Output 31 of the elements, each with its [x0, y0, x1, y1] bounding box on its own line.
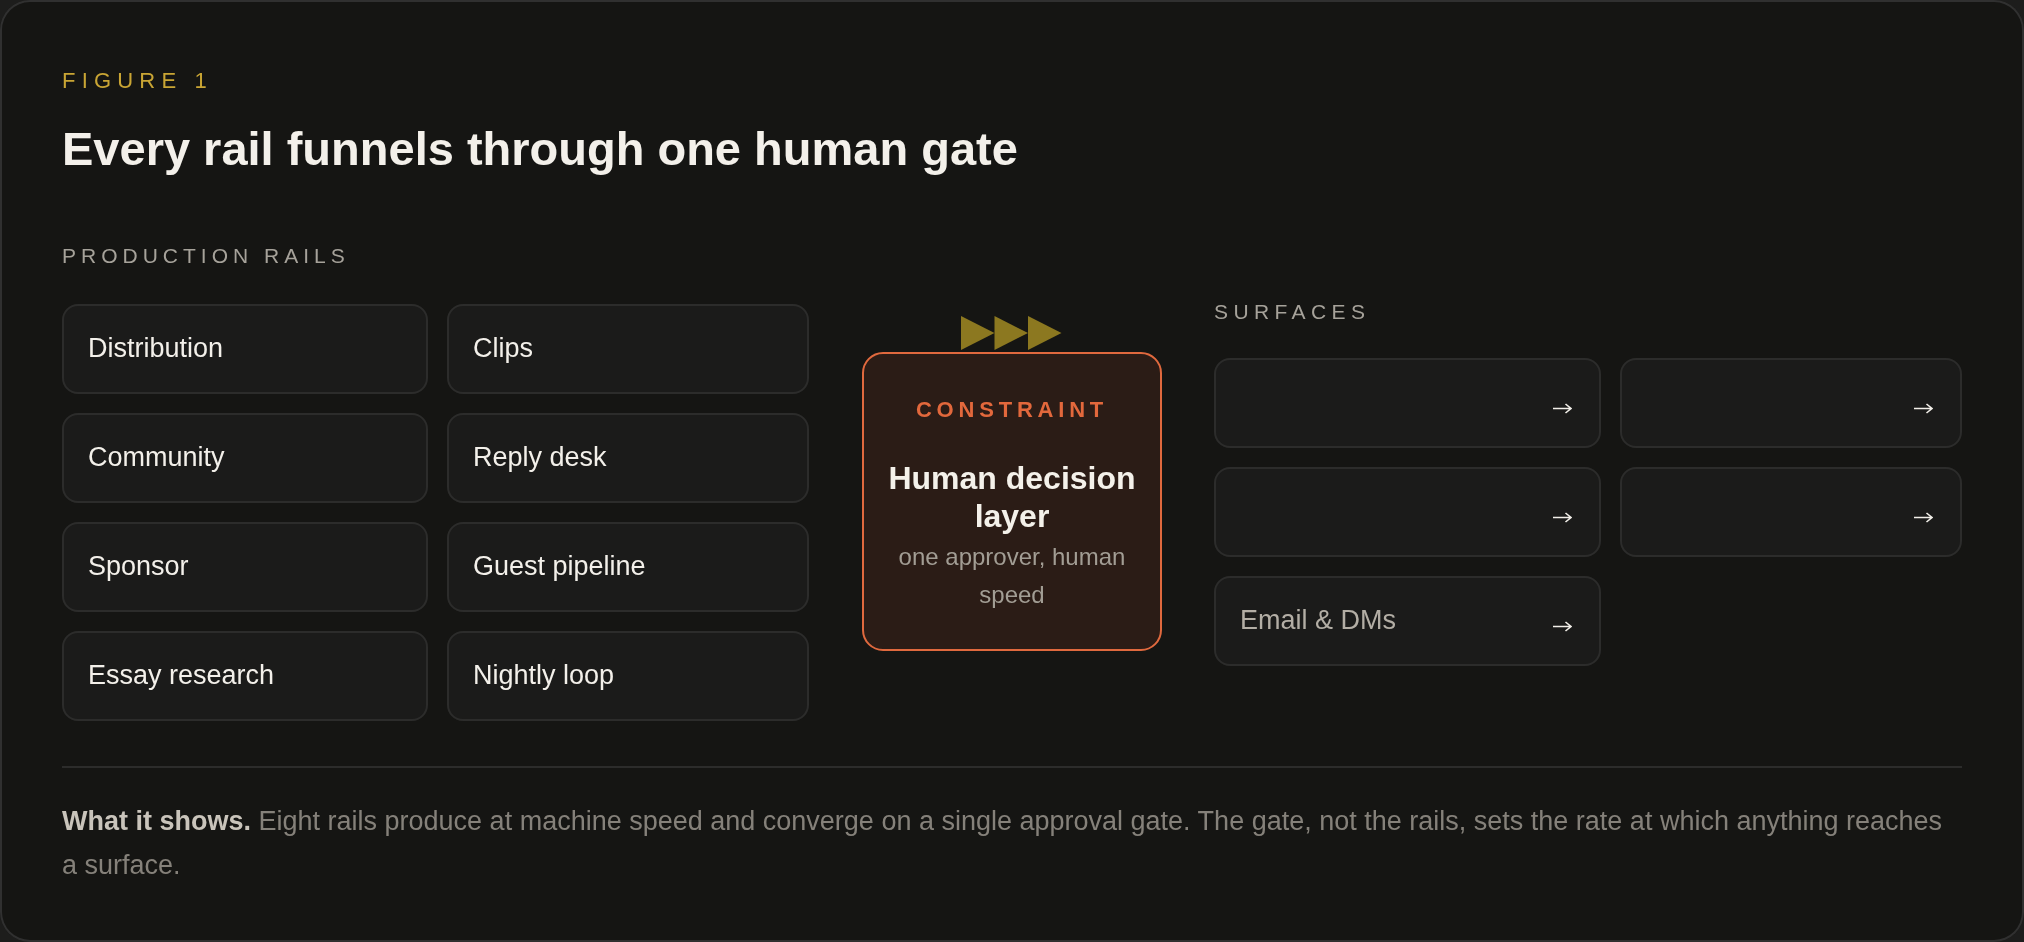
caption: What it shows. Eight rails produce at machine speed and converge on a single approval gate. The gate, not the rails, sets the rate at which anything reaches a surface. [62, 805, 1944, 882]
title: Every rail funnels through one human gate [62, 122, 1018, 177]
empty-box [1214, 358, 1601, 448]
rail-box [447, 631, 809, 721]
box-label: Distribution [88, 333, 224, 365]
box-label: Reply desk [473, 442, 607, 474]
section-heading: PRODUCTION RAILS [62, 243, 350, 269]
empty-box [1620, 467, 1962, 557]
empty-box [1214, 467, 1601, 557]
box-label: Email & DMs [1240, 605, 1396, 637]
gate-box [862, 352, 1162, 651]
rail-box [447, 522, 809, 612]
box-label: Guest pipeline [473, 551, 646, 583]
gate-heading: Human decision layer [887, 459, 1137, 535]
rail-box [62, 631, 428, 721]
gate-note: one approver, human speed [897, 542, 1127, 610]
figure-number: FIGURE 1 [62, 68, 214, 94]
section-heading: SURFACES [1214, 299, 1371, 325]
surface-box [1214, 576, 1601, 666]
box-label: Essay research [88, 660, 275, 692]
empty-box [1620, 358, 1962, 448]
kicker-label: CONSTRAINT [914, 397, 1110, 423]
rail-box [447, 304, 809, 394]
box-label: Sponsor [88, 551, 189, 583]
box-label: Clips [473, 333, 533, 365]
rail-box [447, 413, 809, 503]
rail-box [62, 413, 428, 503]
rail-box [62, 304, 428, 394]
box-label: Nightly loop [473, 660, 615, 692]
rail-box [62, 522, 428, 612]
box-label: Community [88, 442, 225, 474]
